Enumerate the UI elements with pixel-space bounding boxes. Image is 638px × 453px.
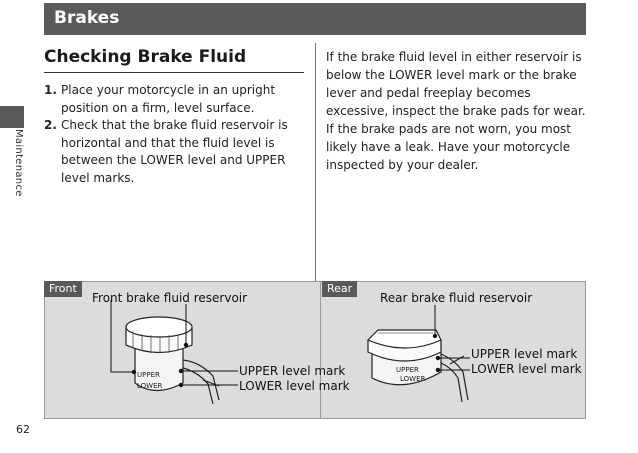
front-reservoir-illustration: UPPER LOWER	[125, 316, 220, 405]
side-tab-marker	[0, 106, 24, 128]
step-text: Place your motorcycle in an upright posi…	[61, 83, 276, 115]
step-number: 2.	[44, 118, 57, 132]
step-item: 2. Check that the brake fluid reservoir …	[44, 117, 306, 187]
front-upper-caption: UPPER level mark	[239, 364, 346, 378]
front-body-upper-text: UPPER	[137, 371, 160, 379]
rear-body-upper-text: UPPER	[396, 366, 419, 374]
inspection-note: If the brake fluid level in either reser…	[326, 50, 586, 172]
section-title: Checking Brake Fluid	[44, 47, 247, 67]
step-number: 1.	[44, 83, 57, 97]
rear-lower-caption: LOWER level mark	[471, 362, 582, 376]
rear-tag: Rear	[322, 281, 358, 297]
step-text: Check that the brake fluid reservoir is …	[61, 118, 288, 185]
front-tag: Front	[44, 281, 82, 297]
rear-reservoir-caption: Rear brake fluid reservoir	[380, 291, 533, 305]
rear-upper-caption: UPPER level mark	[471, 347, 578, 361]
page-number: 62	[16, 423, 30, 436]
rear-body-lower-text: LOWER	[400, 375, 426, 383]
figure-divider	[320, 281, 321, 419]
figure-panel	[44, 281, 586, 419]
front-reservoir-caption: Front brake fluid reservoir	[92, 291, 248, 305]
front-leader-lines	[110, 300, 238, 386]
column-divider	[315, 43, 316, 281]
step-item: 1. Place your motorcycle in an upright p…	[44, 82, 306, 117]
front-body-lower-text: LOWER	[137, 382, 163, 390]
steps-list: 1. Place your motorcycle in an upright p…	[44, 82, 306, 187]
side-tab-label: Maintenance	[13, 129, 24, 197]
header-bar: Brakes	[44, 3, 586, 35]
front-lower-caption: LOWER level mark	[239, 379, 350, 393]
title-rule	[44, 72, 304, 73]
rear-reservoir-illustration: UPPER LOWER	[366, 329, 469, 403]
rear-leader-lines	[434, 305, 470, 371]
header-title: Brakes	[54, 8, 120, 28]
